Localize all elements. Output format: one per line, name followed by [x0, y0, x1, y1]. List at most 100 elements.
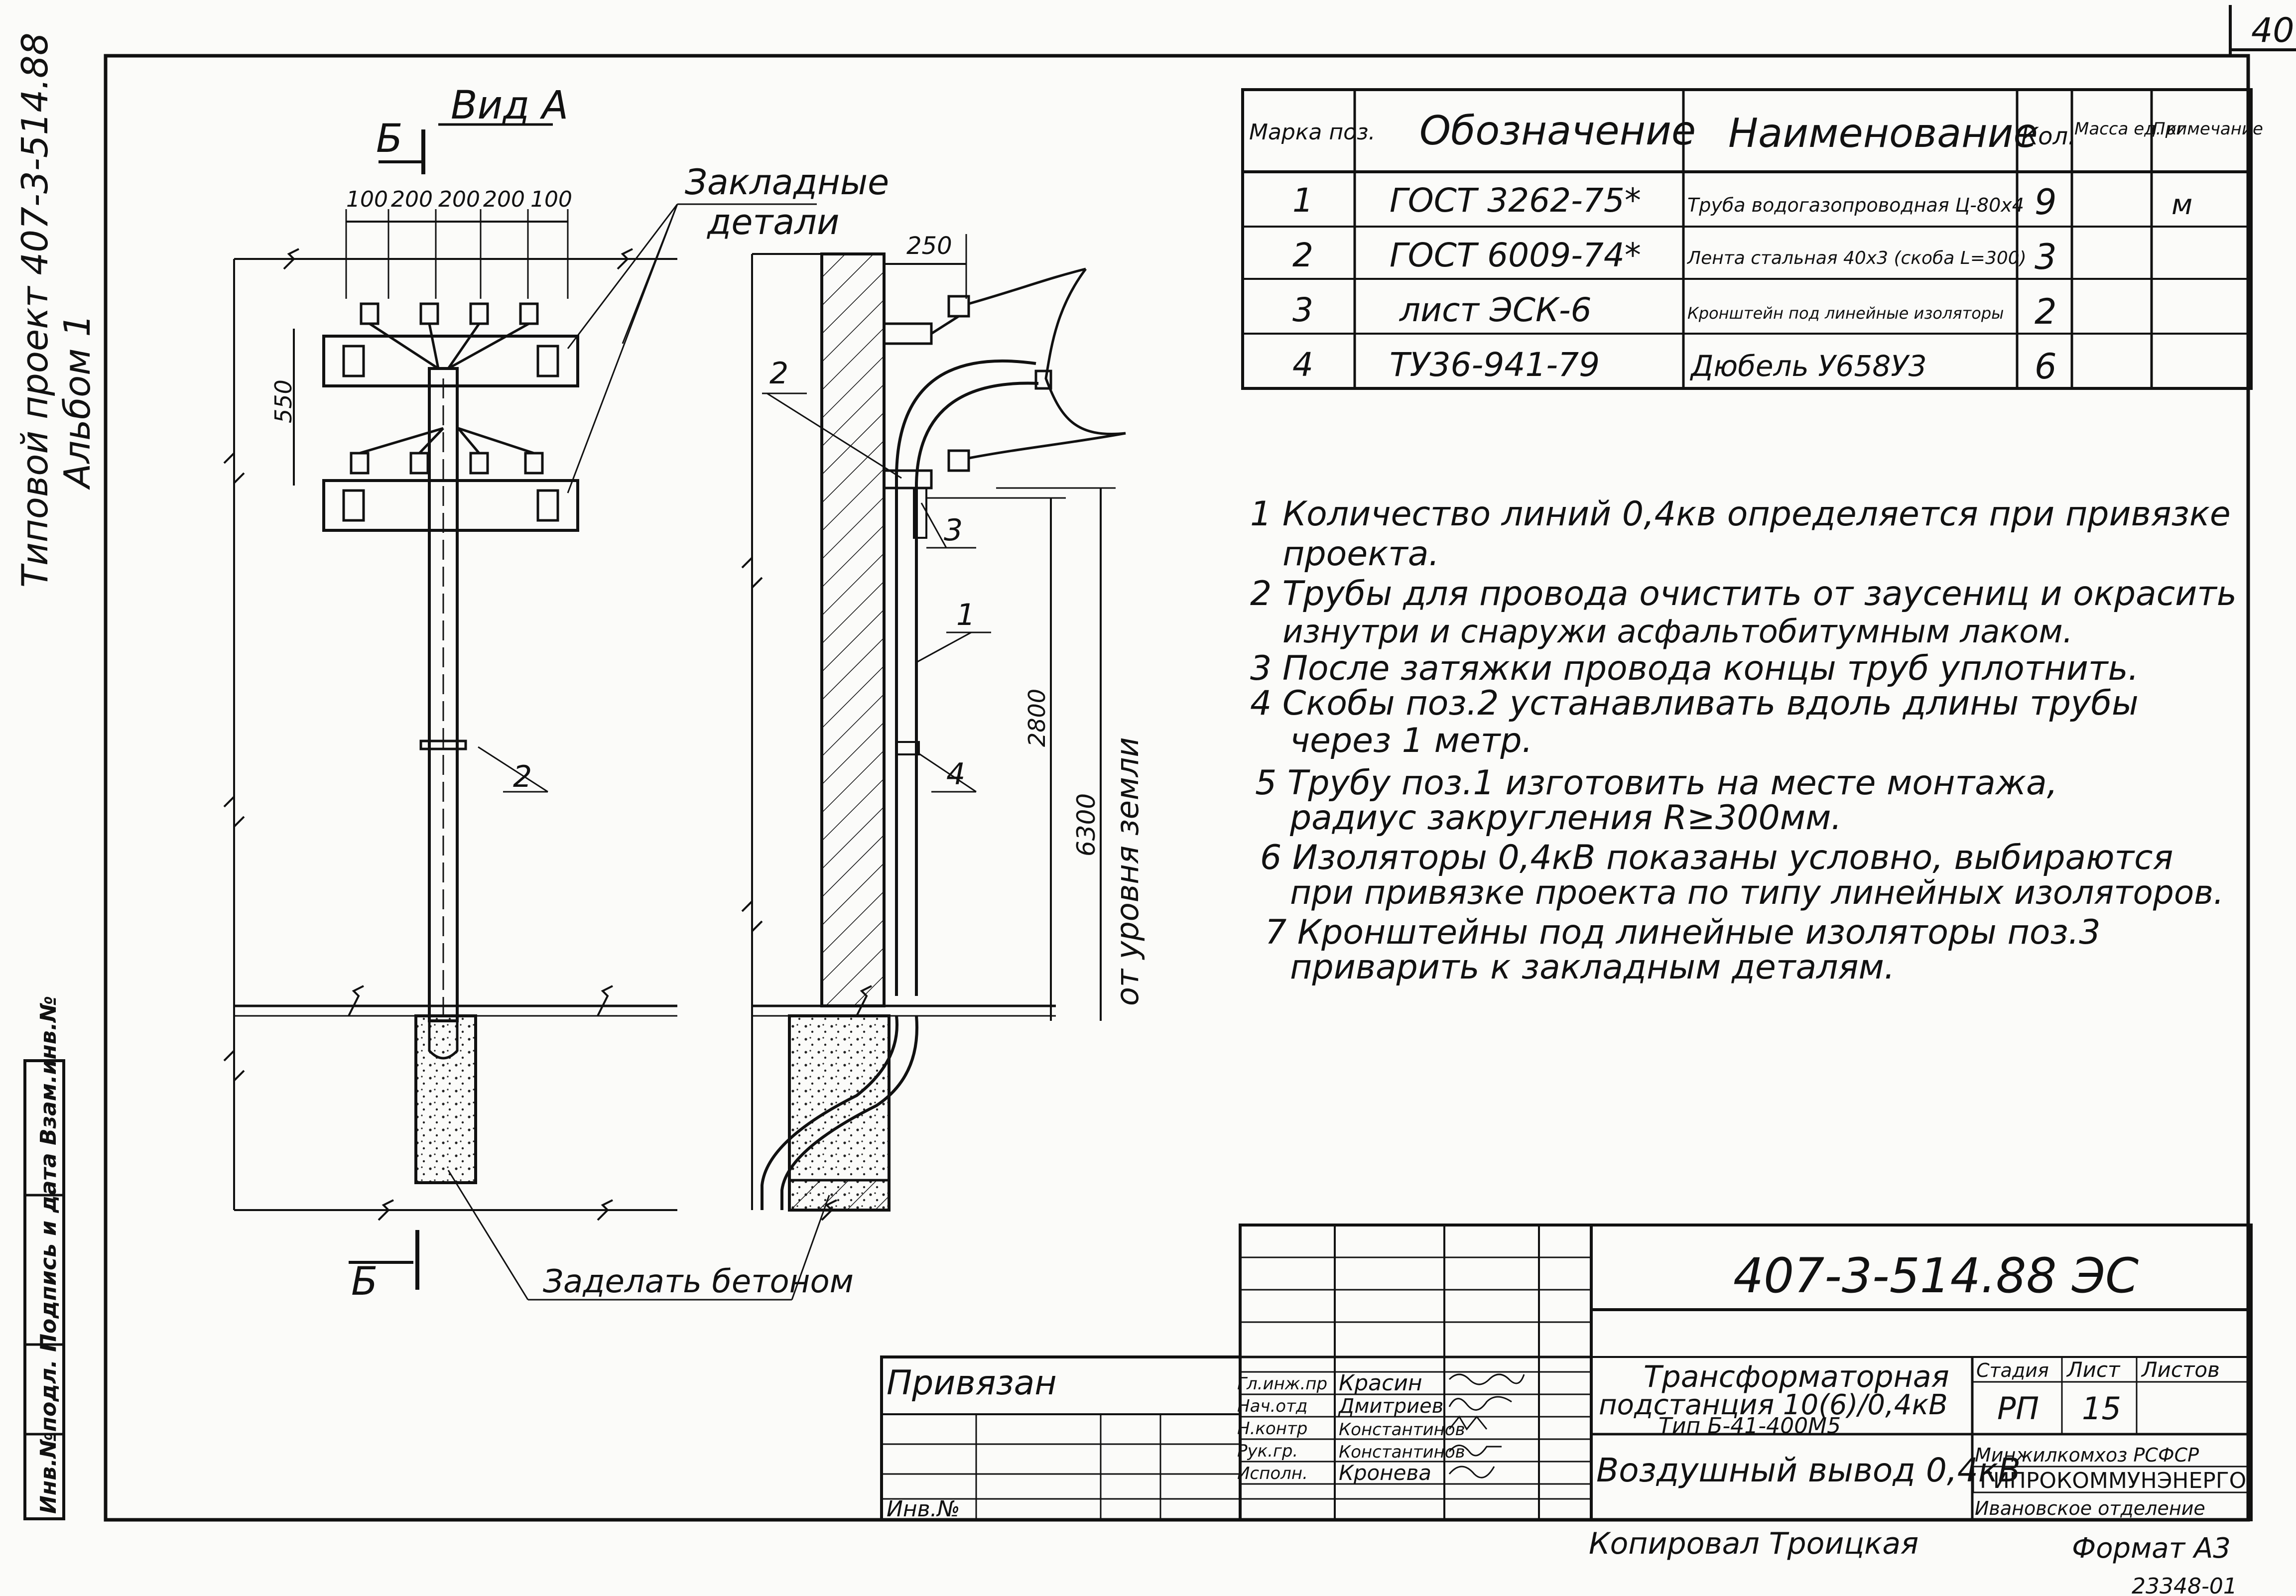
signature-5 [1448, 1466, 1495, 1478]
spec-header-designation: Обозначение [1419, 108, 1696, 154]
signer-role-4: Рук.гр. [1237, 1441, 1298, 1461]
org-line1: Минжилкомхоз РСФСР [1975, 1444, 2199, 1466]
embedded-parts-label-line1: Закладные [685, 162, 889, 203]
callout-pos2-section: 2 [769, 356, 788, 391]
dim-100-right: 100 [530, 187, 572, 212]
signature-2 [1448, 1396, 1512, 1411]
dim-250: 250 [906, 232, 952, 260]
spec-r3-name: Кронштейн под линейные изоляторы [1687, 304, 2004, 323]
stage-label: Стадия [1976, 1359, 2049, 1381]
signer-role-1: Гл.инж.пр [1237, 1374, 1327, 1394]
side-title-line1: Типовой проект 407-3-514.88 [14, 32, 56, 588]
embedded-parts-label-line2: детали [707, 202, 839, 243]
spec-r3-pos: 3 [1292, 291, 1313, 329]
signer-role-2: Нач.отд [1237, 1396, 1307, 1416]
callout-pos4: 4 [946, 757, 965, 792]
section-b-top: Б [376, 117, 403, 161]
note-line-5: 3 После затяжки провода концы труб уплот… [1250, 649, 2139, 688]
object-line1: Трансформаторная [1644, 1359, 1949, 1394]
org-line2: ГИПРОКОММУНЭНЕРГО [1980, 1468, 2246, 1493]
note-line-9: радиус закругления R≥300мм. [1289, 798, 1842, 838]
signature-1 [1448, 1373, 1525, 1385]
org-line3: Ивановское отделение [1975, 1497, 2205, 1519]
spec-header-pos: Марка поз. [1249, 120, 1375, 145]
spec-r1-designation: ГОСТ 3262-75* [1390, 181, 1641, 220]
insulators-lower [350, 427, 544, 475]
side-stamp-text: Инв.№подл. Подпись и дата Взам.инв.№ [36, 996, 61, 1514]
dim-550: 550 [270, 379, 297, 423]
ground-level-text: от уровня земли [1109, 737, 1146, 1006]
spec-r4-pos: 4 [1292, 346, 1313, 384]
dowel [895, 741, 920, 755]
signer-role-5: Исполн. [1237, 1464, 1308, 1483]
copied-by: Копировал Троицкая [1589, 1526, 1918, 1561]
stage-value: РП [1997, 1390, 2039, 1427]
upper-traverse [322, 335, 579, 387]
note-line-4: изнутри и снаружи асфальтобитумным лаком… [1282, 614, 2073, 650]
spec-header-qty: Кол. [2021, 123, 2075, 150]
clamp-front [419, 739, 467, 750]
spec-r1-name: Труба водогазопроводная Ц-80х4 [1687, 194, 2024, 216]
side-title: Типовой проект 407-3-514.88 Альбом 1 [14, 32, 98, 588]
spec-r2-pos: 2 [1292, 236, 1313, 274]
side-title-line2: Альбом 1 [56, 314, 98, 490]
spec-r1-qty: 9 [2035, 182, 2057, 223]
sheet-label: Лист [2066, 1357, 2121, 1382]
concrete-block-front [414, 1014, 477, 1184]
signer-name-3: Константинов [1339, 1420, 1465, 1440]
view-a: Вид А Б Б 100 200 200 200 100 550 [223, 83, 889, 1304]
note-line-8: 5 Трубу поз.1 изготовить на месте монтаж… [1255, 763, 2057, 803]
signature-4 [1448, 1445, 1502, 1457]
spec-header-note: Примечание [2153, 119, 2263, 139]
callout-pos2-front: 2 [513, 759, 532, 794]
side-stamp-frame [23, 1059, 65, 1520]
spec-r1-pos: 1 [1292, 181, 1313, 220]
object-line2: подстанция 10(6)/0,4кВ [1599, 1389, 1948, 1421]
note-line-13: приварить к закладным деталям. [1290, 948, 1895, 987]
bracket-lower [883, 469, 933, 490]
spec-r2-designation: ГОСТ 6009-74* [1390, 236, 1641, 274]
privyazan-label: Привязан [887, 1363, 1057, 1403]
insulators-upper [360, 302, 539, 370]
pipe-section [895, 359, 1036, 996]
lower-traverse [322, 479, 579, 532]
spec-r1-note: м [2171, 189, 2192, 221]
dim-100-left: 100 [346, 187, 388, 212]
page-number: 40 [2251, 11, 2295, 50]
section-b-bottom: Б [351, 1259, 378, 1304]
note-line-3: 2 Трубы для провода очистить от заусениц… [1250, 574, 2237, 614]
spec-r4-name: Дюбель У658У3 [1689, 349, 1927, 383]
sheet-number: 15 [2082, 1390, 2121, 1427]
bottom-number: 23348-01 [2132, 1574, 2237, 1596]
callout-pos3: 3 [944, 513, 963, 548]
spec-r2-qty: 3 [2035, 237, 2057, 277]
view-a-label: Вид А [451, 83, 568, 128]
title-block: 407-3-514.88 ЭС Трансформаторная подстан… [880, 1224, 2253, 1522]
callout-pos1: 1 [956, 598, 975, 632]
spec-table: Марка поз. Обозначение Наименование Кол.… [1241, 88, 2263, 390]
signer-name-4: Константинов [1339, 1442, 1465, 1462]
bracket-upper [883, 322, 933, 345]
wall-section [820, 252, 886, 1007]
doc-code: 407-3-514.88 ЭС [1733, 1248, 2139, 1304]
dim-2800: 2800 [1023, 689, 1050, 747]
section-view: 250 4 1 2 3 [741, 232, 1146, 1221]
object-line3: Тип Б-41-400М5 [1658, 1413, 1841, 1439]
spec-r3-qty: 2 [2035, 291, 2057, 332]
spec-r3-designation: лист ЭСК-6 [1399, 291, 1592, 329]
spec-header-name: Наименование [1728, 110, 2038, 156]
note-line-11: при привязке проекта по типу линейных из… [1290, 873, 2224, 912]
dim-6300: 6300 [1072, 793, 1101, 857]
dim-200-1: 200 [391, 187, 433, 212]
spec-r2-name: Лента стальная 40х3 (скоба L=300) [1686, 248, 2027, 268]
signer-name-2: Дмитриев [1338, 1395, 1443, 1418]
note-line-7: через 1 метр. [1290, 721, 1532, 760]
note-line-6: 4 Скобы поз.2 устанавливать вдоль длины … [1250, 684, 2139, 723]
spec-header-mass: Масса ед. кг [2074, 119, 2186, 139]
note-line-10: 6 Изоляторы 0,4кВ показаны условно, выби… [1260, 838, 2173, 877]
foundation-section [788, 1014, 891, 1212]
spec-r4-designation: ТУ36-941-79 [1390, 346, 1600, 384]
notes: 1 Количество линий 0,4кв определяется пр… [1250, 494, 2237, 987]
signer-role-3: Н.контр [1237, 1419, 1307, 1439]
